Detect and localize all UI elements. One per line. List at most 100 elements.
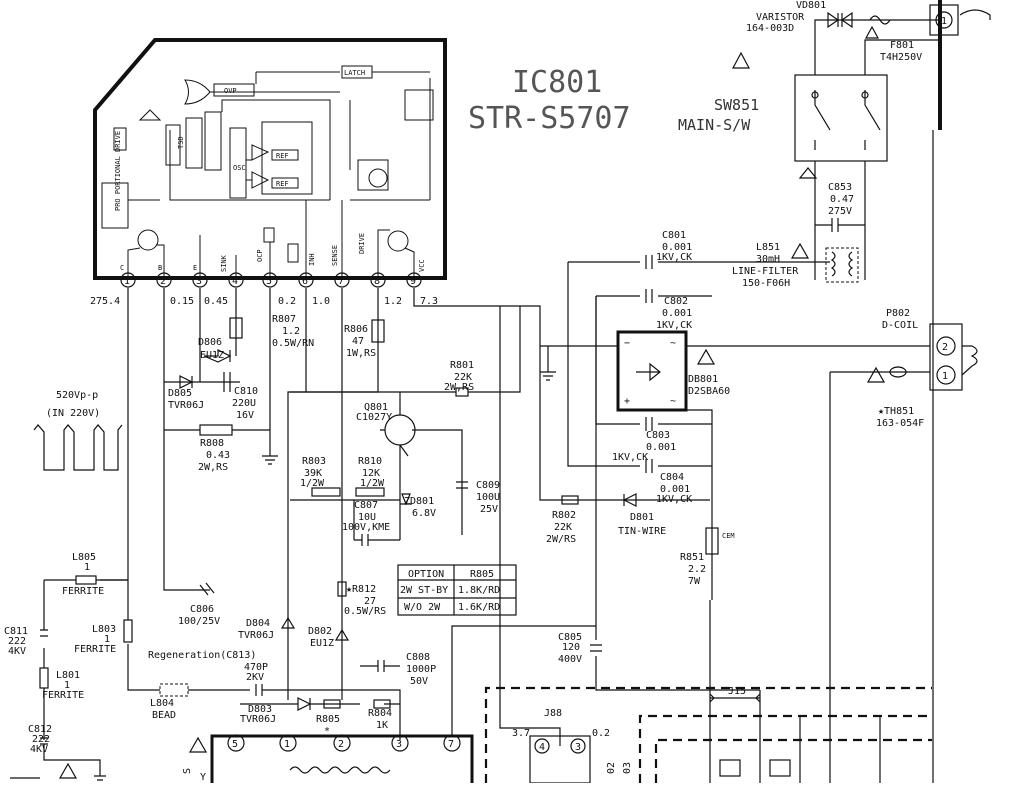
- sink-label: SINK: [220, 254, 228, 272]
- j88-wire: [499, 306, 561, 746]
- l804-symbol: [159, 683, 189, 697]
- q801-label: Q801: [364, 402, 388, 413]
- c802-rating: 1KV,CK: [656, 320, 692, 331]
- ocp-label: OCP: [256, 249, 264, 262]
- c811-label: C811: [4, 626, 28, 637]
- mains-wires: [814, 19, 940, 280]
- switch-title: SW851: [714, 96, 759, 114]
- waveform-condition: (IN 220V): [46, 408, 100, 419]
- c809-label: C809: [476, 480, 500, 491]
- c810-symbol: [223, 372, 231, 392]
- ref-block-left: [113, 127, 127, 151]
- l805-label: L805: [72, 552, 96, 563]
- r806-value: 47: [352, 336, 364, 347]
- ref-block-upper: [271, 149, 299, 161]
- comparator: [138, 109, 162, 121]
- r806-symbol: [371, 319, 385, 343]
- warning-icon-title: [732, 51, 750, 69]
- ocp-block: [263, 227, 275, 243]
- subboard-outline: [484, 686, 932, 783]
- c809-voltage: 25V: [480, 504, 498, 515]
- r802-value: 22K: [554, 522, 572, 533]
- r804-label: R804: [368, 708, 392, 719]
- pin-3: 3: [196, 276, 202, 287]
- connector-top: [929, 4, 959, 36]
- d805-type: TVR06J: [168, 400, 204, 411]
- pin-8-circle: [370, 272, 386, 288]
- subboard-switch: [719, 759, 741, 777]
- r805-label: R805: [316, 714, 340, 725]
- subboard-wires: [709, 600, 881, 783]
- bottom-pin-3-num: 3: [396, 739, 402, 750]
- connector-top-pin: [935, 11, 953, 29]
- ic-pin-leads: [127, 200, 415, 278]
- pin-4-circle: [228, 272, 244, 288]
- j88-label: J88: [544, 708, 562, 719]
- r807-value: 1.2: [282, 326, 300, 337]
- c810-label: C810: [234, 386, 258, 397]
- ref-lower-label: REF: [276, 180, 289, 188]
- c811-value: 222: [8, 636, 26, 647]
- r802-label: R802: [552, 510, 576, 521]
- c803-value: 0.001: [646, 442, 676, 453]
- q801-part: C1027Y: [356, 412, 392, 423]
- regeneration-label: Regeneration(C813): [148, 650, 256, 661]
- output-transistor: [137, 229, 159, 251]
- warning-icon-db801: [696, 348, 716, 365]
- c807-symbol: [354, 534, 400, 546]
- ic-title: IC801: [512, 65, 602, 100]
- pin-5: 5: [266, 276, 272, 287]
- r812-value: 27: [364, 596, 376, 607]
- tsd-block: [165, 124, 181, 166]
- db801-part: D2SBA60: [688, 386, 730, 397]
- r812-symbol: [337, 581, 347, 597]
- r851-symbol: [705, 527, 719, 555]
- r807-label: R807: [272, 314, 296, 325]
- pin-4: 4: [232, 276, 238, 287]
- ic-part-number: STR-S5707: [468, 101, 631, 136]
- c805-value: 120: [562, 642, 580, 653]
- partial-label-s: S: [182, 768, 193, 774]
- ic-pins: 1 2 3 4 5 6 7 8 9: [120, 272, 422, 288]
- sw-pole-1: [811, 91, 819, 99]
- r808-value: 0.43: [206, 450, 230, 461]
- option-table: OPTION R805 2W ST-BY 1.8K/RD W/O 2W 1.6K…: [397, 564, 517, 616]
- c813-voltage: 2KV: [246, 672, 264, 683]
- r808-power: 2W,RS: [198, 462, 228, 473]
- p802-label: P802: [886, 308, 910, 319]
- d802-label: D802: [308, 626, 332, 637]
- left-wiring: [43, 579, 401, 740]
- waveform-trace: [33, 424, 123, 471]
- c801-rating: 1KV,CK: [656, 252, 692, 263]
- r851-label: R851: [680, 552, 704, 563]
- pin-9: 9: [410, 276, 416, 287]
- r851-value: 2.2: [688, 564, 706, 575]
- ref-block-lower: [271, 177, 299, 189]
- c808-symbol: [360, 660, 400, 672]
- c811-symbol: [40, 629, 48, 637]
- c853-value: 0.47: [830, 194, 854, 205]
- d803-label: D803: [248, 704, 272, 715]
- b-label: B: [158, 264, 162, 272]
- db801-label: DB801: [688, 374, 718, 385]
- r807-symbol: [229, 317, 243, 339]
- db801-box: [616, 330, 688, 412]
- e-label: E: [193, 264, 197, 272]
- r801-label: R801: [450, 360, 474, 371]
- c812-label: C812: [28, 724, 52, 735]
- sense-label: SENSE: [331, 245, 339, 266]
- c807-label: C807: [354, 500, 378, 511]
- osc-block: [229, 127, 247, 199]
- or-gate: [184, 79, 211, 105]
- r803-label: R803: [302, 456, 326, 467]
- c804-label: C804: [660, 472, 684, 483]
- option-header-option: OPTION: [408, 569, 444, 580]
- r805-symbol: [323, 699, 341, 709]
- p802-desc: D-COIL: [882, 320, 918, 331]
- r810-label: R810: [358, 456, 382, 467]
- l851-value: 30mH: [756, 254, 780, 265]
- ground-left-bridge: [540, 345, 618, 381]
- option-header-r805: R805: [470, 569, 494, 580]
- amp-upper: [251, 144, 270, 161]
